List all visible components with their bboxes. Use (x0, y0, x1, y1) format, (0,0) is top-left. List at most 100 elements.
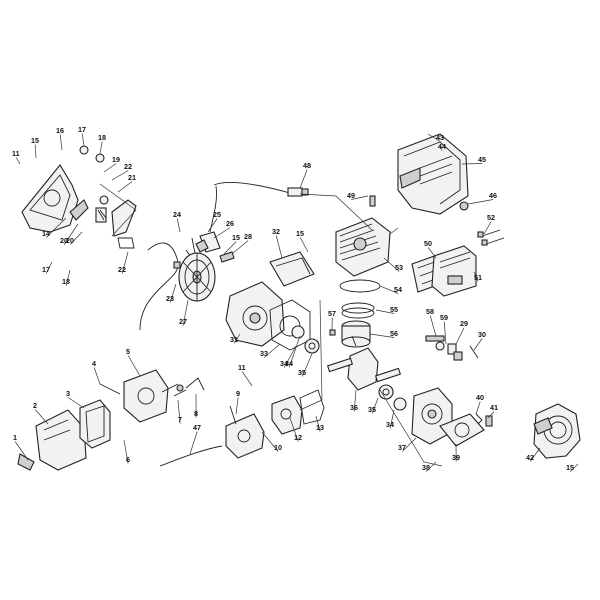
callout-leader (383, 257, 400, 272)
callout-13: 13 (315, 415, 324, 432)
cylinder (335, 217, 391, 277)
callout-1: 1 (13, 433, 29, 461)
callout-49: 49 (347, 191, 369, 200)
callout-44: 44 (438, 142, 446, 151)
callout-leader (443, 321, 447, 345)
callout-number: 41 (490, 403, 498, 412)
callout-59: 59 (440, 313, 448, 345)
callout-leader (369, 333, 395, 338)
callout-35: 35 (368, 397, 379, 414)
callout-55: 55 (375, 305, 398, 314)
callout-leader (401, 437, 417, 452)
cover-bracket (399, 167, 421, 189)
callout-number: 20 (60, 236, 68, 245)
callout-number: 32 (272, 227, 280, 236)
callout-number: 20 (66, 236, 74, 245)
coil-bolt (219, 251, 235, 263)
callout-number: 18 (62, 277, 70, 286)
callout-number: 48 (303, 161, 311, 170)
crankcase-half-right (411, 387, 453, 445)
crank-key (329, 329, 336, 336)
callout-leader (288, 335, 301, 368)
callout-leader (177, 399, 181, 424)
callout-leader (127, 355, 141, 377)
callout-15: 15 (31, 136, 39, 159)
callout-leader (176, 218, 181, 233)
callout-leader (379, 285, 399, 294)
callout-number: 1 (13, 433, 17, 442)
callout-leader (121, 251, 129, 274)
callout-leader (14, 441, 29, 461)
callout-leader (63, 223, 79, 245)
callout-number: 36 (350, 403, 358, 412)
callout-leader (207, 218, 218, 233)
callout-leader (103, 163, 117, 173)
callout-number: 12 (294, 433, 302, 442)
callout-18: 18 (62, 269, 71, 286)
callout-30: 30 (473, 330, 486, 351)
callout-15: 15 (566, 463, 579, 472)
callout-leader (59, 134, 63, 151)
callout-number: 33 (260, 349, 268, 358)
flywheel-nut (173, 261, 181, 269)
callout-number: 23 (166, 294, 174, 303)
callout-40: 40 (475, 393, 484, 415)
callout-leader (182, 299, 189, 326)
intake-insulator (271, 395, 303, 435)
callout-number: 26 (226, 219, 234, 228)
callout-22: 22 (111, 162, 132, 181)
callout-leader (467, 199, 494, 205)
callout-leader (299, 169, 308, 189)
callout-53: 53 (383, 257, 403, 272)
callout-number: 38 (422, 463, 430, 472)
callout-number: 18 (98, 133, 106, 142)
callout-number: 40 (476, 393, 484, 402)
callout-20: 20 (66, 231, 83, 245)
callout-19: 19 (103, 155, 120, 173)
callout-leader (81, 133, 85, 147)
callout-46: 46 (467, 191, 497, 205)
callout-leader (427, 247, 437, 259)
callout-15: 15 (296, 229, 309, 253)
callout-7: 7 (177, 399, 182, 424)
throttle-cable (159, 445, 223, 467)
clutch-springs (475, 413, 493, 427)
callout-31: 31 (230, 333, 241, 344)
shroud-plate (269, 251, 315, 287)
callout-16: 16 (56, 126, 64, 151)
callout-number: 29 (460, 319, 468, 328)
callout-number: 13 (316, 423, 324, 432)
callout-27: 27 (179, 299, 189, 326)
callout-leader (69, 231, 83, 245)
callout-number: 34 (285, 359, 293, 368)
callout-11: 11 (12, 149, 21, 165)
callout-leader (455, 327, 465, 345)
callout-number: 11 (12, 149, 20, 158)
callout-leader (301, 353, 313, 377)
callout-5: 5 (126, 347, 141, 377)
callout-leader (111, 170, 129, 181)
callout-number: 51 (474, 273, 482, 282)
callout-leader (67, 397, 85, 409)
callout-number: 59 (440, 313, 448, 322)
callout-number: 53 (395, 263, 403, 272)
oil-seal-set (425, 335, 479, 361)
callout-leader (439, 145, 443, 151)
callout-24: 24 (173, 210, 181, 233)
callout-leader (241, 371, 253, 387)
callout-number: 5 (126, 347, 130, 356)
callout-leader (189, 431, 198, 455)
callout-4: 4 (92, 359, 101, 385)
callout-number: 43 (436, 133, 444, 142)
carburetor (225, 405, 265, 459)
callout-45: 45 (461, 155, 486, 165)
callout-26: 26 (213, 219, 234, 239)
callout-25: 25 (207, 210, 221, 233)
callout-number: 2 (33, 401, 37, 410)
callout-number: 15 (296, 229, 304, 238)
callout-32: 32 (272, 227, 283, 259)
callout-leader (231, 240, 249, 255)
callout-leader (213, 227, 231, 239)
callout-leader (45, 217, 67, 238)
